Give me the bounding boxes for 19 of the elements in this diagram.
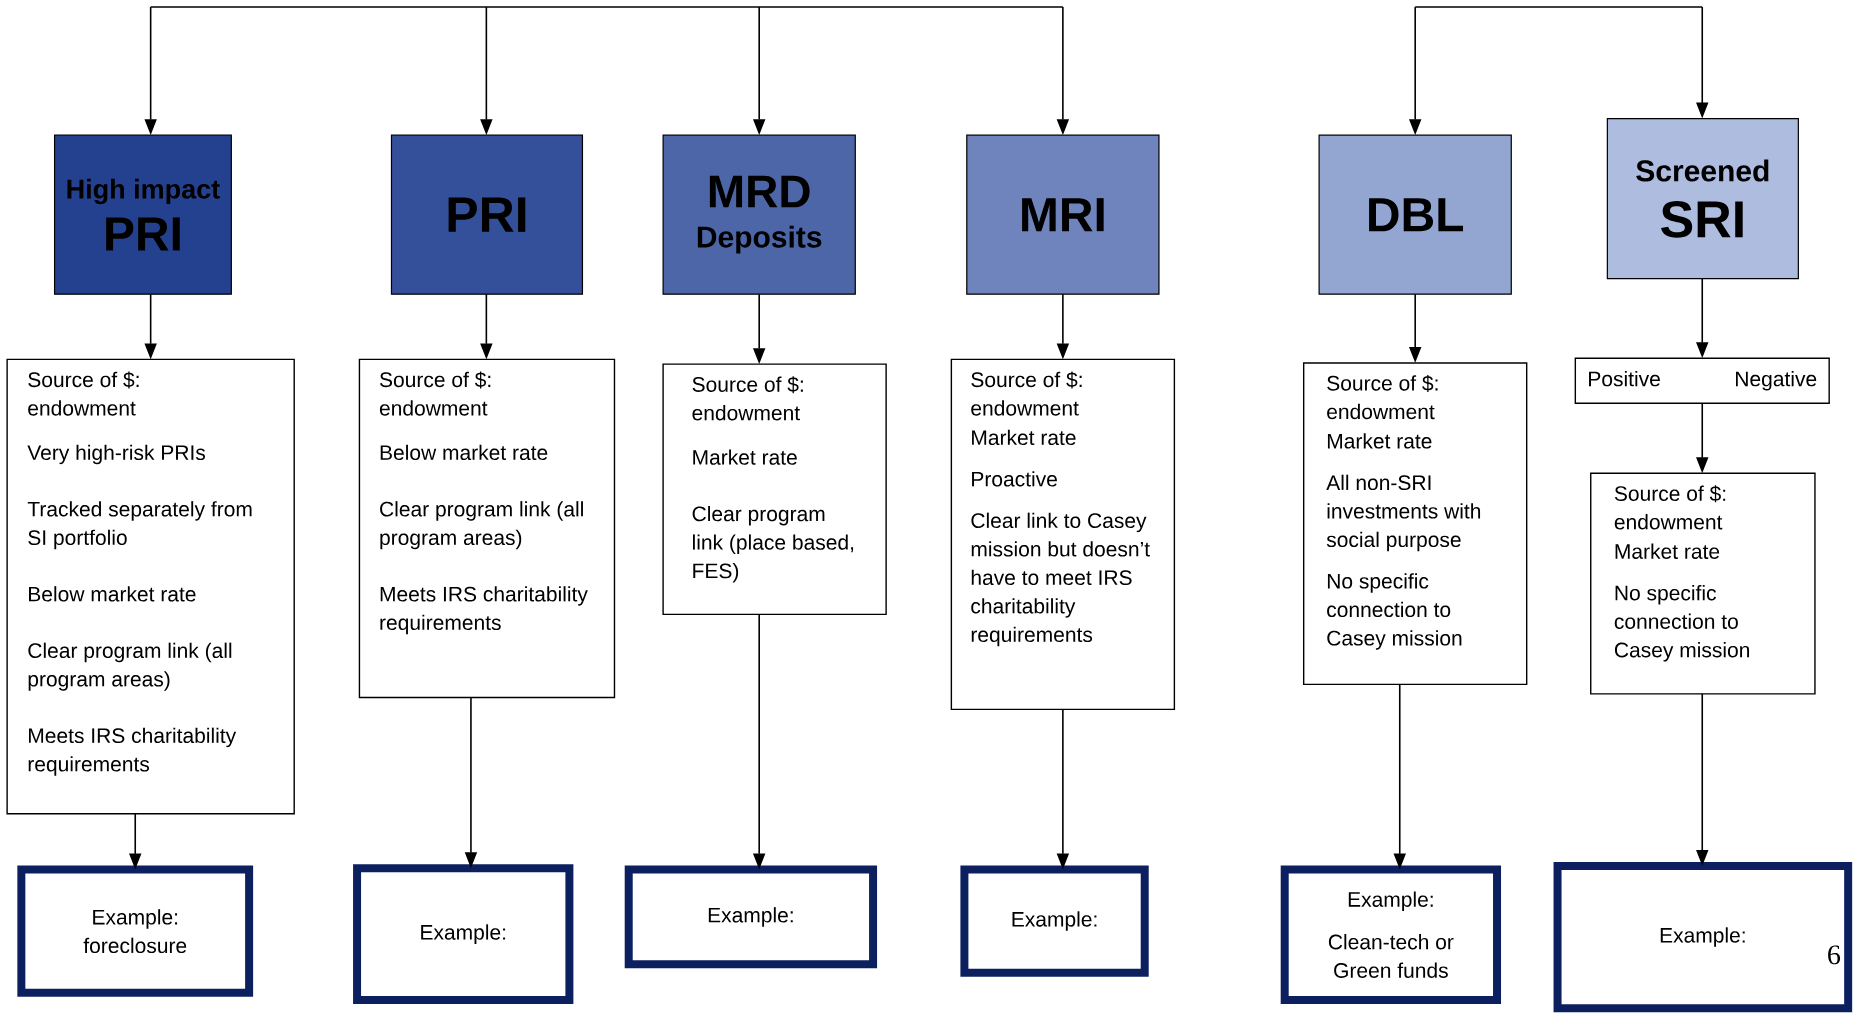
header-box: Screened SRI <box>1606 118 1799 280</box>
example-box: Example: <box>353 864 574 1004</box>
example-box: Example: Clean-tech or Green funds <box>1280 865 1502 1004</box>
text-box: Positive Negative <box>1574 357 1830 404</box>
text-box: Source of $: endowment Market rate All non-SRI investments with social purpose No specific connection to Casey mission <box>1303 362 1528 686</box>
example-box: Example: foreclosure <box>17 865 254 997</box>
header-box: MRI <box>966 134 1160 295</box>
header-box: MRD Deposits <box>662 134 856 295</box>
header-box: High impact PRI <box>53 134 232 295</box>
text-box: Source of $: endowment Below market rate Clear program link (all program areas) Meets IRS charitability requirements <box>358 358 616 699</box>
text-box: Source of $: endowment Very high-risk PRIs Tracked separately from SI portfolio Below market rate Clear program link (all program areas) Meets IRS charitability requirements <box>6 358 295 815</box>
example-box: Example: <box>960 865 1149 977</box>
page-number: 6 <box>1828 945 1841 965</box>
text-box: Source of $: endowment Market rate Clear program link (place based, FES) <box>662 363 887 616</box>
example-box: Example: <box>624 865 878 969</box>
text-box: Source of $: endowment Market rate Proactive Clear link to Casey mission but doesn’t have to meet IRS charitability requirements <box>950 358 1176 711</box>
text-box: Source of $: endowment Market rate No specific connection to Casey mission <box>1590 472 1816 695</box>
header-box: DBL <box>1318 134 1512 295</box>
header-box: PRI <box>390 134 584 295</box>
